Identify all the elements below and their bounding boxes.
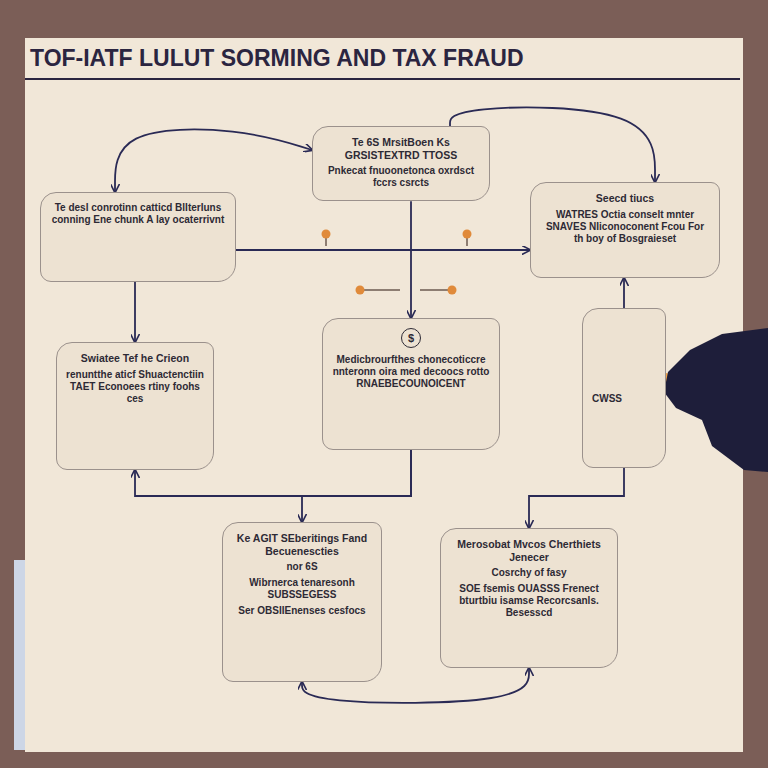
box-text: Ke AGIT SEberitings Fand Becuenescties: [232, 532, 372, 557]
flow-arrow: [623, 278, 625, 308]
box-text: renuntthe aticf Shuactenctiin TAET Econo…: [66, 369, 204, 405]
box-text: CWSS: [592, 393, 656, 405]
box-text: Te desl conrotinn catticd BlIterIuns con…: [50, 202, 226, 226]
process-box: Seecd tiucsWATRES Octia conselt mnter SN…: [530, 182, 720, 278]
box-text: Merosobat Mvcos Cherthiets Jenecer: [450, 538, 608, 563]
flow-arrow: [115, 129, 312, 192]
box-text: Wibrnerca tenaresonh SUBSSEGESS: [232, 577, 372, 601]
flow-arrow: [302, 450, 411, 522]
currency-icon: $: [401, 328, 421, 348]
flow-arrow: [134, 282, 136, 342]
box-text: Medicbrourfthes chonecoticcre nnteronn o…: [332, 354, 490, 390]
pins: [322, 230, 472, 295]
flow-arrow: [529, 468, 624, 528]
process-box: Ke AGIT SEberitings Fand Becuenescties no…: [222, 522, 382, 682]
process-box: Te 6S MrsitBoen Ks GRSISTEXTRD TTOSS Pnke…: [312, 126, 490, 201]
box-text: Ser OBSIIEnenses cesfocs: [232, 605, 372, 617]
process-box: Swiatee Tef he Crieon renuntthe aticf Shu…: [56, 342, 214, 470]
process-box: Te desl conrotinn catticd BlIterIuns con…: [40, 192, 236, 282]
title-rule: [25, 78, 740, 80]
flow-arrow: [236, 249, 530, 251]
paper-sheet: [25, 38, 743, 752]
process-box: $ Medicbrourfthes chonecoticcre nnteronn …: [322, 318, 500, 450]
box-text: Seecd tiucs: [540, 192, 710, 205]
box-text: SOE fsemis OUASSS Frenect bturtbiu isams…: [450, 583, 608, 619]
box-text: Te 6S MrsitBoen Ks GRSISTEXTRD TTOSS: [322, 136, 480, 161]
box-text: Swiatee Tef he Crieon: [66, 352, 204, 365]
process-box: CWSS: [582, 308, 666, 468]
process-box: Merosobat Mvcos Cherthiets JenecerCosrch…: [440, 528, 618, 668]
box-text: Pnkecat fnuoonetonca oxrdsct fccrs csrct…: [322, 165, 480, 189]
flow-arrow: [410, 201, 412, 318]
box-text: WATRES Octia conselt mnter SNAVES NIicon…: [540, 209, 710, 245]
diagram-title: TOF-IATF LULUT SORMING AND TAX FRAUD: [30, 46, 524, 71]
box-text: nor 6S: [232, 561, 372, 573]
box-text: Cosrchy of fasy: [450, 567, 608, 579]
hand-with-pencil: [648, 328, 768, 472]
